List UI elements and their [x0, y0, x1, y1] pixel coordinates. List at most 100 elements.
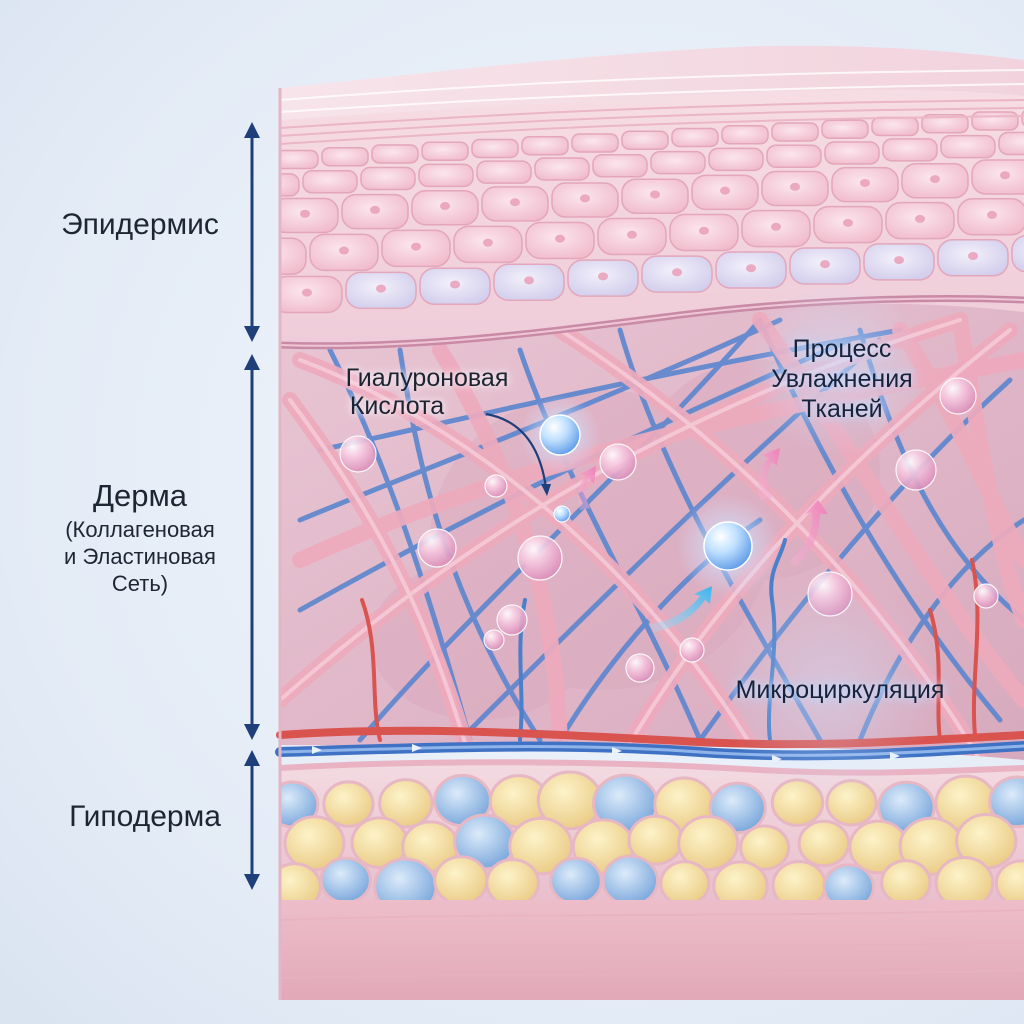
cell-nucleus: [987, 210, 997, 219]
cell-nucleus: [524, 276, 534, 285]
epidermis-cell: [571, 133, 619, 153]
epidermis-cell: [418, 163, 474, 188]
cell-nucleus: [450, 280, 460, 289]
epidermis-cell: [280, 173, 300, 197]
fat-cell: [739, 824, 791, 871]
cell-nucleus: [370, 205, 380, 214]
epidermis-cell: [766, 144, 822, 168]
fat-cell: [797, 819, 851, 868]
fat-cell: [880, 859, 932, 900]
base-slab: [280, 870, 1024, 1000]
cell-nucleus: [555, 234, 565, 243]
cell-nucleus: [339, 246, 349, 255]
cell-nucleus: [968, 252, 978, 261]
dermis-sublabel-line: и Эластиновая: [64, 544, 216, 569]
epidermis-cell: [534, 157, 590, 181]
hyaluronic-bubble: [895, 449, 937, 491]
cell-nucleus: [1000, 171, 1010, 180]
epidermis-cell: [721, 124, 769, 145]
epidermis-cell: [708, 147, 764, 172]
hypodermis-layer: [280, 762, 1024, 900]
stratum-line: [280, 107, 1024, 137]
cell-nucleus: [510, 198, 520, 207]
epidermis-cell: [280, 237, 307, 276]
hyaluronic-bubble: [339, 435, 377, 473]
cell-nucleus: [376, 284, 386, 293]
fat-cell: [934, 856, 995, 900]
fat-cell: [988, 775, 1024, 829]
hyaluronic-bubble: [973, 583, 999, 609]
stratum-line: [280, 115, 1024, 145]
epidermis-cell: [521, 135, 569, 156]
cell-nucleus: [483, 238, 493, 247]
epidermis-cell: [421, 141, 469, 161]
fat-cell: [677, 815, 740, 872]
cell-nucleus: [894, 256, 904, 265]
hyaluronic-acid-label-line: Гиалуроновая: [345, 364, 509, 392]
fat-cell: [659, 860, 711, 900]
epidermis-cell: [371, 144, 419, 164]
epidermis-cell: [650, 150, 706, 175]
cell-nucleus: [843, 218, 853, 227]
fat-cell: [319, 856, 372, 900]
epidermis-cell: [921, 113, 969, 134]
epidermis-cell: [302, 169, 358, 194]
hyaluronic-bubble: [517, 535, 563, 581]
epidermis-cell: [621, 130, 669, 150]
hyaluronic-acid-label: Гиалуроновая Кислота: [312, 364, 542, 420]
hyaluronic-bubble: [679, 637, 705, 663]
hydration-process-label-line: Процесс: [792, 335, 892, 363]
cell-nucleus: [820, 260, 830, 269]
cell-nucleus: [411, 242, 421, 251]
cell-nucleus: [598, 272, 608, 281]
epidermis-cell: [476, 160, 532, 184]
cell-nucleus: [771, 222, 781, 231]
epidermis-cell: [998, 131, 1024, 156]
epidermis-cell: [471, 138, 519, 159]
fat-cell: [601, 854, 659, 900]
cell-nucleus: [650, 190, 660, 199]
epidermis-cell: [671, 127, 719, 148]
stratum-line: [280, 99, 1024, 129]
epidermis-cell: [824, 141, 880, 165]
fat-cell: [378, 778, 434, 829]
cell-nucleus: [930, 175, 940, 184]
hyaluronic-bubble: [496, 604, 528, 636]
epidermis-cell: [871, 116, 919, 137]
epidermis-cell: [592, 154, 648, 178]
hydration-process-label-line: Тканей: [801, 395, 883, 423]
hyaluronic-bubble: [417, 528, 457, 568]
epidermis-label: Эпидермис: [61, 208, 219, 241]
fat-cell: [322, 780, 375, 828]
dermis-sublabel-line: (Коллагеновая: [65, 517, 215, 542]
hyaluronic-pointer-arrow: [485, 412, 548, 489]
cell-nucleus: [440, 202, 450, 211]
hypodermis-label: Гиподерма: [69, 800, 221, 833]
hydration-process-label-line: Увлажнения: [771, 365, 913, 393]
epidermis-cell: [1011, 234, 1024, 273]
hyaluronic-bubble: [625, 653, 655, 683]
cell-nucleus: [580, 194, 590, 203]
fat-cell: [822, 863, 875, 900]
microcirculation-label: Микроциркуляция: [735, 676, 945, 704]
fat-cell: [485, 858, 540, 900]
cell-nucleus: [627, 230, 637, 239]
epidermis-cell: [971, 159, 1024, 195]
epidermis-cell: [1021, 108, 1024, 128]
cell-nucleus: [699, 226, 709, 235]
hyaluronic-bubble: [484, 474, 508, 498]
cell-nucleus: [267, 251, 277, 259]
epidermis-cell: [280, 149, 319, 170]
fat-cell: [283, 815, 346, 872]
cell-nucleus: [915, 214, 925, 223]
cell-nucleus: [746, 264, 756, 273]
epidermis-cell: [821, 119, 869, 139]
epidermis-layer: [267, 89, 1024, 346]
fat-cell: [712, 860, 769, 900]
cell-nucleus: [302, 288, 312, 297]
dermis-label: Дерма: [92, 478, 188, 513]
hydration-arrows: [578, 448, 828, 632]
cell-nucleus: [790, 182, 800, 191]
